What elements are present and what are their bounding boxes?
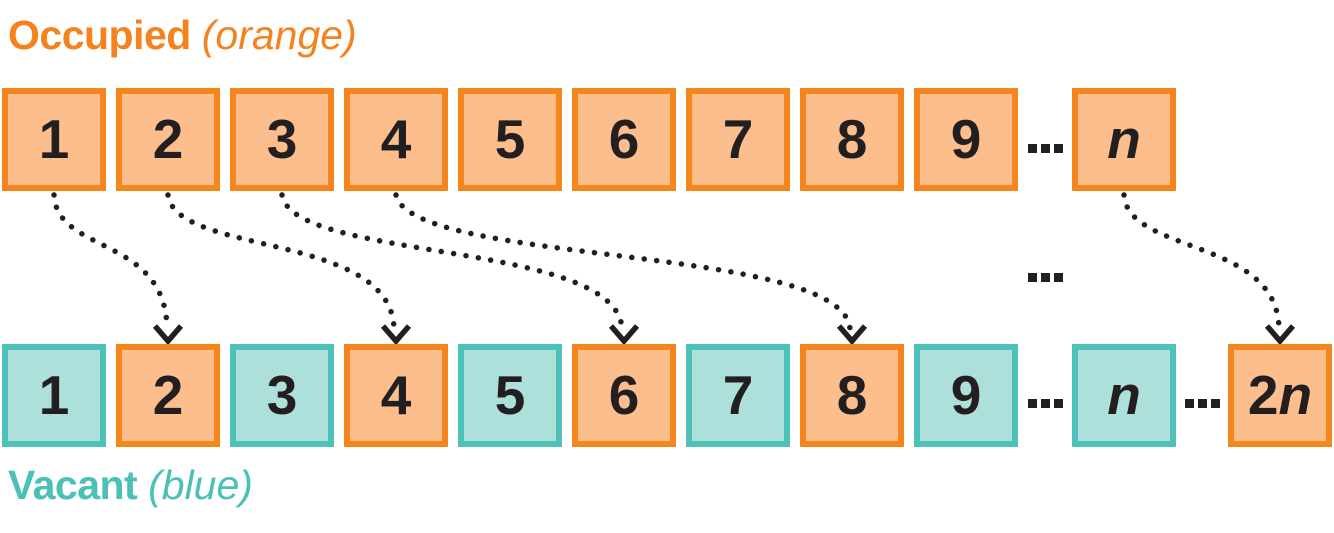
occupied-row-label: Occupied (orange) [8,12,357,59]
bottom-box-3: 3 [230,344,334,447]
box-label: 9 [950,364,982,426]
vacant-row-label: Vacant (blue) [8,462,253,509]
box-label-italic: n [1107,364,1141,426]
box-label: 8 [836,364,868,426]
box-label: 5 [494,364,526,426]
top-box-n: n [1072,88,1176,191]
top-box-6: 6 [572,88,676,191]
mapping-arrow-n-to-2n [1121,192,1282,332]
box-label-italic: n [1278,364,1313,426]
bottom-box-1: 1 [2,344,106,447]
top-box-8: 8 [800,88,904,191]
mapping-arrow-3-to-6 [279,192,625,332]
top-box-2: 2 [116,88,220,191]
box-label: 6 [608,108,640,170]
bottom-box-n: n [1072,344,1176,447]
box-label: 1 [38,364,70,426]
mapping-arrow-4-to-8 [393,192,853,332]
box-label: 4 [380,364,412,426]
arrowhead-1-to-2-icon [152,324,184,346]
bottom-row-ellipsis-dots-1 [1028,399,1063,408]
box-label: 7 [722,364,754,426]
vacant-label-bold: Vacant [8,462,138,508]
top-box-1: 1 [2,88,106,191]
box-label: 2 [1247,364,1279,426]
arrowhead-n-to-2n-icon [1264,324,1296,346]
arrowhead-2-to-4-icon [380,324,412,346]
top-box-7: 7 [686,88,790,191]
box-label: 3 [266,108,298,170]
top-box-4: 4 [344,88,448,191]
bottom-row-ellipsis-dots-2 [1185,399,1220,408]
bottom-box-7: 7 [686,344,790,447]
arrowhead-4-to-8-icon [836,324,868,346]
box-label: 8 [836,108,868,170]
top-box-3: 3 [230,88,334,191]
bottom-box-5: 5 [458,344,562,447]
top-box-9: 9 [914,88,1018,191]
box-label: 7 [722,108,754,170]
top-box-5: 5 [458,88,562,191]
occupied-label-bold: Occupied [8,12,191,58]
box-label: 5 [494,108,526,170]
occupied-label-italic: (orange) [201,12,357,58]
arrowhead-3-to-6-icon [608,324,640,346]
box-label-italic: n [1107,108,1141,170]
box-label: 9 [950,108,982,170]
mapping-arrow-1-to-2 [51,192,170,332]
box-label: 6 [608,364,640,426]
box-label: 4 [380,108,412,170]
bottom-box-8: 8 [800,344,904,447]
mapping-arrow-2-to-4 [165,192,397,332]
vacant-label-italic: (blue) [148,462,253,508]
arrows-ellipsis-dots [1028,273,1063,282]
box-label: 3 [266,364,298,426]
bottom-box-6: 6 [572,344,676,447]
box-label: 1 [38,108,70,170]
bottom-box-4: 4 [344,344,448,447]
box-label: 2 [152,364,184,426]
box-label: 2 [152,108,184,170]
bottom-box-9: 9 [914,344,1018,447]
top-row-ellipsis-dots [1028,144,1063,153]
bottom-box-2: 2 [116,344,220,447]
